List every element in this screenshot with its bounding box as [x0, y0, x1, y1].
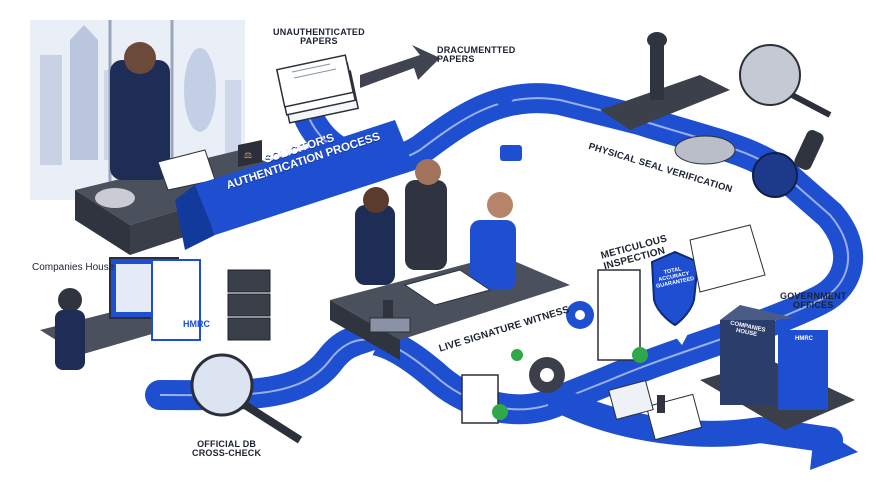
magnifier-icon — [190, 353, 254, 417]
arrow-icon — [360, 45, 440, 88]
official-db-label: OFFICIAL DB CROSS-CHECK — [192, 439, 262, 459]
check-icon — [492, 404, 508, 420]
arrow-icon — [490, 88, 520, 112]
companies-house-logo: Companies House — [32, 262, 115, 273]
title-banner — [195, 120, 415, 235]
paper-stack — [275, 54, 360, 124]
unauthenticated-papers-label: UNAUTHENTICATED PAPERS — [273, 27, 365, 47]
documented-papers-label: DRACUMENTTED PAPERS — [437, 45, 516, 65]
server-icon — [227, 269, 271, 341]
magnifier-icon — [790, 92, 832, 118]
wax-seal-icon — [752, 152, 798, 198]
check-icon — [511, 349, 523, 361]
seal-press — [600, 32, 832, 198]
db-workstation — [40, 257, 303, 444]
government-offices-label: GOVERNMENT OFFICES — [780, 291, 847, 311]
flow-end-arrow-icon — [810, 425, 858, 470]
meeting-table — [330, 145, 570, 360]
inspection-items — [461, 224, 766, 424]
chat-bubble-icon — [500, 145, 522, 161]
stamp-icon — [657, 395, 665, 413]
seal-icon — [739, 44, 801, 106]
government-buildings — [608, 305, 855, 441]
svg-text:⚖: ⚖ — [244, 151, 252, 161]
hmrc-logo: HMRC — [183, 319, 210, 329]
stamp-icon — [383, 300, 393, 322]
shield-icon — [650, 250, 700, 327]
building-right-sign: HMRC — [795, 336, 813, 342]
check-icon — [632, 347, 648, 363]
